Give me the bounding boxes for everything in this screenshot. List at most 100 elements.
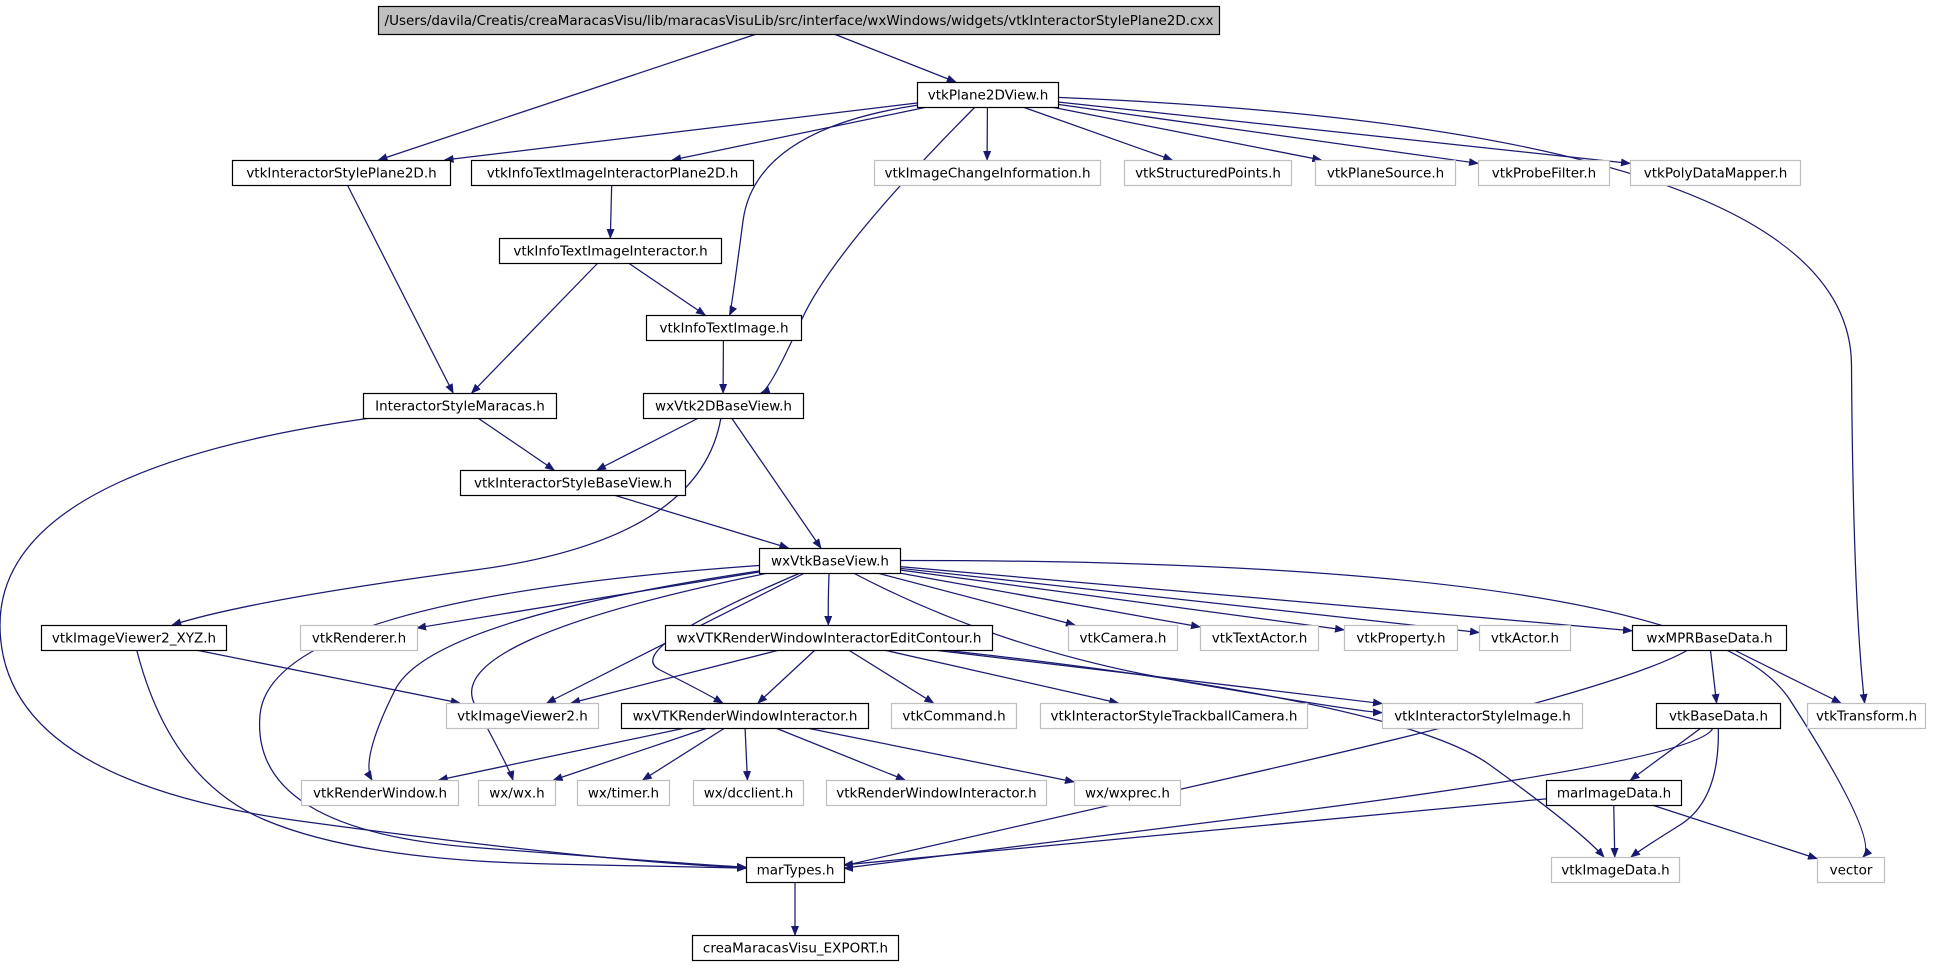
node-wxvtkbaseview[interactable]: wxVtkBaseView.h	[758, 547, 902, 575]
node-basedata[interactable]: vtkBaseData.h	[1655, 702, 1782, 730]
node-styleplane2d[interactable]: vtkInteractorStylePlane2D.h	[231, 159, 452, 187]
node-wxvtk2d[interactable]: wxVtk2DBaseView.h	[642, 392, 805, 420]
edge-wxvtkbaseview-to-renderer	[416, 571, 760, 631]
node-infotextimage[interactable]: vtkInfoTextImage.h	[645, 314, 803, 342]
node-label: wxVTKRenderWindowInteractor.h	[633, 709, 858, 725]
edge-editcontour-to-imageviewer2	[570, 649, 780, 705]
node-box	[873, 159, 1102, 187]
node-label: vtkInfoTextImage.h	[659, 321, 788, 337]
node-export[interactable]: creaMaracasVisu_EXPORT.h	[691, 934, 900, 962]
node-box	[477, 779, 557, 807]
node-label: vtkInteractorStylePlane2D.h	[246, 166, 436, 182]
edge-plane2dview-to-planesource	[1051, 106, 1323, 163]
node-box	[1314, 159, 1457, 187]
node-rwi[interactable]: wxVTKRenderWindowInteractor.h	[620, 702, 870, 730]
edge-plane2dview-to-structuredpoints	[1022, 106, 1174, 161]
edge-marimagedata-to-vector	[1651, 804, 1818, 860]
edge-plane2dview-to-probefilter	[1057, 103, 1479, 167]
node-box	[1550, 856, 1681, 884]
node-label: vtkRenderer.h	[312, 631, 406, 647]
node-plane2dview[interactable]: vtkPlane2DView.h	[916, 81, 1060, 109]
node-box	[1073, 779, 1182, 807]
node-label: vtkInteractorStyleTrackballCamera.h	[1051, 709, 1298, 725]
node-box	[1816, 856, 1886, 884]
node-label: vtkPlaneSource.h	[1327, 166, 1444, 182]
edge-infotextplane-to-infotextinteractor	[606, 184, 615, 239]
node-box	[692, 779, 805, 807]
node-box	[1629, 159, 1802, 187]
node-wxprec: wx/wxprec.h	[1073, 779, 1182, 807]
edge-editcontour-to-rwi	[757, 649, 816, 704]
node-mprbasedata[interactable]: wxMPRBaseData.h	[1631, 624, 1788, 652]
node-box	[1123, 159, 1293, 187]
node-label: wxVTKRenderWindowInteractorEditContour.h	[677, 631, 982, 647]
node-box	[1631, 624, 1788, 652]
node-martypes[interactable]: marTypes.h	[745, 856, 846, 884]
node-box	[691, 934, 900, 962]
node-label: wx/wxprec.h	[1085, 786, 1170, 802]
node-label: vtkInteractorStyleImage.h	[1394, 709, 1571, 725]
node-box	[1039, 702, 1309, 730]
node-box	[445, 702, 600, 730]
node-renderwindow: vtkRenderWindow.h	[300, 779, 460, 807]
node-label: vtkPolyDataMapper.h	[1644, 166, 1788, 182]
node-camera: vtkCamera.h	[1067, 624, 1179, 652]
node-stylemaracas[interactable]: InteractorStyleMaracas.h	[362, 392, 558, 420]
edge-wxvtkbaseview-to-wxwx	[471, 572, 769, 781]
node-box	[1545, 779, 1683, 807]
edge-plane2dview-to-infotextimage	[728, 104, 918, 316]
node-label: wxVtkBaseView.h	[771, 554, 889, 570]
node-actor: vtkActor.h	[1478, 624, 1572, 652]
node-label: vtkProbeFilter.h	[1492, 166, 1596, 182]
node-label: InteractorStyleMaracas.h	[375, 399, 545, 415]
node-label: marTypes.h	[757, 863, 835, 879]
node-box	[1477, 159, 1611, 187]
edge-wxvtkbaseview-to-textactor	[899, 572, 1201, 630]
node-vtkimagedata: vtkImageData.h	[1550, 856, 1681, 884]
node-label: vtkImageViewer2.h	[457, 709, 588, 725]
node-property: vtkProperty.h	[1343, 624, 1459, 652]
node-label: vtkInfoTextImageInteractorPlane2D.h	[487, 166, 739, 182]
edge-rwi-to-wxprec	[806, 727, 1075, 784]
node-imageviewerxyz[interactable]: vtkImageViewer2_XYZ.h	[40, 624, 228, 652]
node-box	[40, 624, 228, 652]
node-probefilter: vtkProbeFilter.h	[1477, 159, 1611, 187]
node-box	[645, 314, 803, 342]
node-infotextplane[interactable]: vtkInfoTextImageInteractorPlane2D.h	[470, 159, 755, 187]
node-box	[1381, 702, 1584, 730]
edge-wxvtkbaseview-to-property	[899, 569, 1345, 633]
edge-rwi-to-vtkrwi	[775, 727, 906, 781]
nodes-layer: /Users/davila/Creatis/creaMaracasVisu/li…	[40, 5, 1927, 962]
node-root[interactable]: /Users/davila/Creatis/creaMaracasVisu/li…	[377, 5, 1221, 36]
edge-wxvtkbaseview-to-camera	[876, 572, 1076, 627]
node-imagechangeinfo: vtkImageChangeInformation.h	[873, 159, 1102, 187]
edge-imageviewerxyz-to-martypes	[136, 649, 747, 872]
node-label: vtkInfoTextImageInteractor.h	[513, 244, 707, 260]
edge-plane2dview-to-infotextplane	[671, 106, 928, 163]
node-box	[300, 779, 460, 807]
edge-rwi-to-wxwx	[552, 727, 708, 781]
node-label: vtkCommand.h	[902, 709, 1005, 725]
node-label: vtkBaseData.h	[1669, 709, 1768, 725]
node-command: vtkCommand.h	[890, 702, 1018, 730]
edge-wxvtkbaseview-to-actor	[899, 567, 1480, 636]
node-box	[825, 779, 1048, 807]
node-marimagedata[interactable]: marImageData.h	[1545, 779, 1683, 807]
node-box	[299, 624, 419, 652]
edge-wxvtk2d-to-wxvtkbaseview	[731, 417, 822, 549]
edge-mprbasedata-to-transform	[1733, 649, 1842, 704]
edge-basedata-to-martypes	[843, 727, 1714, 872]
node-infotextinteractor[interactable]: vtkInfoTextImageInteractor.h	[498, 237, 723, 265]
node-stylebaseview[interactable]: vtkInteractorStyleBaseView.h	[459, 469, 687, 497]
node-box	[890, 702, 1018, 730]
edge-infotextinteractor-to-stylemaracas	[470, 262, 599, 394]
edge-plane2dview-to-wxvtk2d	[759, 106, 976, 394]
node-editcontour[interactable]: wxVTKRenderWindowInteractorEditContour.h	[664, 624, 994, 652]
edge-wxvtkbaseview-to-renderwindow	[363, 570, 760, 781]
node-box	[1067, 624, 1179, 652]
node-polydatamapper: vtkPolyDataMapper.h	[1629, 159, 1802, 187]
edge-stylemaracas-to-martypes	[0, 417, 747, 872]
edge-rwi-to-wxdcclient	[743, 727, 752, 781]
edge-editcontour-to-vtkimagedata	[942, 649, 1605, 858]
node-vtkrwi: vtkRenderWindowInteractor.h	[825, 779, 1048, 807]
